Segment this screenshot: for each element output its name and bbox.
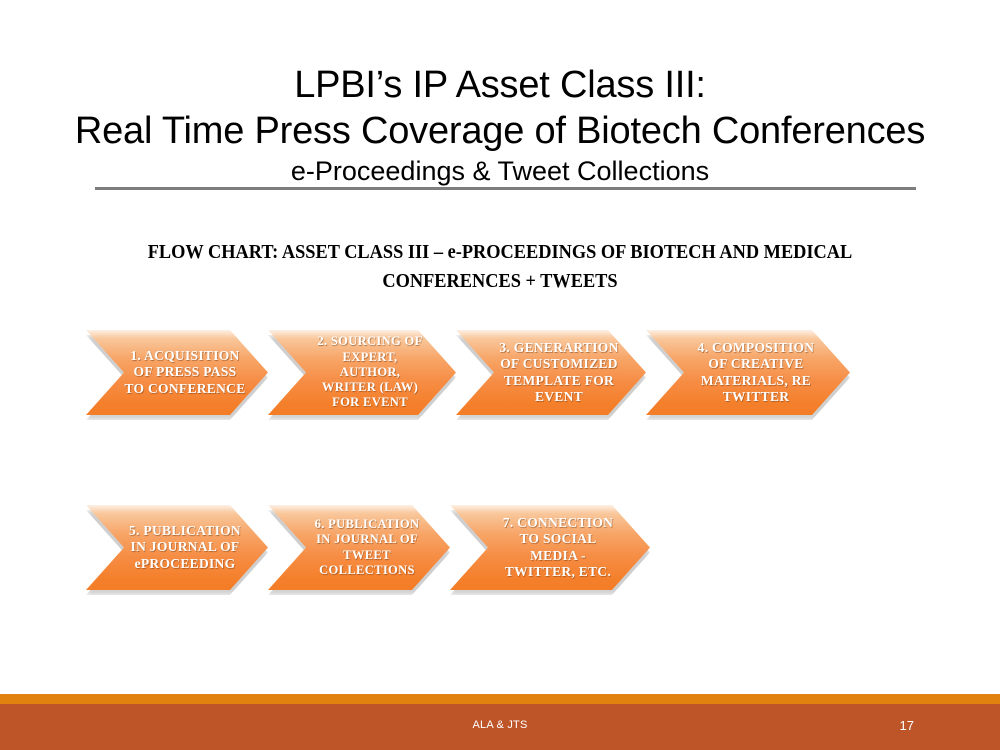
flowchart-heading: FLOW CHART: ASSET CLASS III – e-PROCEEDI… [147, 242, 853, 292]
flow-step-4-label: 4. COMPOSITION OF CREATIVE MATERIALS, RE… [697, 339, 815, 404]
flow-step-3-label: 3. GENERARTION OF CUSTOMIZED TEMPLATE FO… [499, 339, 619, 404]
flow-step-2-label: 2. SOURCING OF EXPERT, AUTHOR, WRITER (L… [317, 334, 423, 410]
flow-step-6[interactable]: 6. PUBLICATION IN JOURNAL OF TWEET COLLE… [268, 505, 450, 590]
page-title-line-2: Real Time Press Coverage of Biotech Conf… [74, 110, 926, 152]
footer-bar [0, 704, 1000, 750]
title-divider-rule [95, 187, 916, 190]
flow-step-7-label: 7. CONNECTION TO SOCIAL MEDIA - TWITTER,… [502, 514, 614, 579]
flow-step-5[interactable]: 5. PUBLICATION IN JOURNAL OF ePROCEEDING [86, 505, 268, 590]
flowchart-row-1: 1. ACQUISITION OF PRESS PASS TO CONFEREN… [0, 326, 1000, 418]
page-subtitle: e-Proceedings & Tweet Collections [290, 156, 710, 186]
footer-author-text: ALA & JTS [472, 719, 528, 731]
flow-step-1[interactable]: 1. ACQUISITION OF PRESS PASS TO CONFEREN… [86, 330, 268, 415]
page-title-line-1: LPBI’s IP Asset Class III: [294, 64, 706, 106]
footer-page-number: 17 [899, 718, 914, 733]
flowchart-row-2: 5. PUBLICATION IN JOURNAL OF ePROCEEDING… [0, 501, 1000, 593]
footer-accent-strip [0, 694, 1000, 704]
flow-step-7[interactable]: 7. CONNECTION TO SOCIAL MEDIA - TWITTER,… [450, 505, 650, 590]
flow-step-4[interactable]: 4. COMPOSITION OF CREATIVE MATERIALS, RE… [646, 330, 850, 415]
flow-step-1-label: 1. ACQUISITION OF PRESS PASS TO CONFEREN… [124, 347, 246, 396]
flow-step-3[interactable]: 3. GENERARTION OF CUSTOMIZED TEMPLATE FO… [456, 330, 646, 415]
flow-step-6-label: 6. PUBLICATION IN JOURNAL OF TWEET COLLE… [314, 516, 420, 577]
page-title: LPBI’s IP Asset Class III: Real Time Pre… [0, 62, 1000, 188]
flow-step-5-label: 5. PUBLICATION IN JOURNAL OF ePROCEEDING [129, 522, 241, 571]
flow-step-2[interactable]: 2. SOURCING OF EXPERT, AUTHOR, WRITER (L… [268, 330, 456, 415]
